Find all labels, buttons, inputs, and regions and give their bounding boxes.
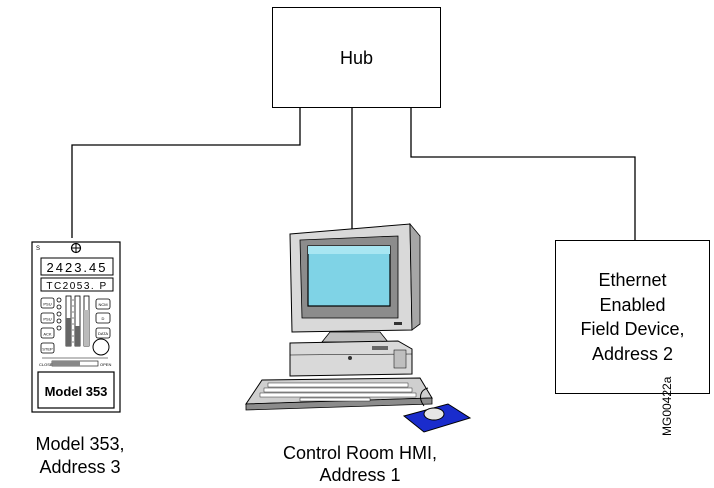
nav-button-3[interactable] [95, 327, 111, 339]
workstation-icon [245, 222, 472, 433]
field-device-label: Ethernet Enabled Field Device, Address 2 [580, 270, 685, 364]
hub-label: Hub [339, 48, 374, 68]
model-nameplate-text: Model 353 [45, 384, 108, 399]
model353-device: S 2423.45 TC2053. P PSU PSU ACK STEP NCM… [31, 241, 121, 413]
svg-text:STEP: STEP [42, 347, 53, 352]
figure-id: MG00422a [660, 376, 674, 436]
model-nameplate [37, 371, 115, 409]
nav-button-1[interactable] [95, 298, 111, 310]
selector-knob[interactable] [92, 338, 110, 356]
svg-text:ACK: ACK [43, 332, 52, 337]
svg-text:CLOSE: CLOSE [39, 362, 53, 367]
tag-display [40, 277, 114, 292]
bargraph [65, 295, 90, 347]
function-button-2[interactable] [40, 312, 55, 324]
svg-text:D: D [102, 316, 105, 321]
model353-caption: Model 353, Address 3 [35, 434, 125, 477]
nav-button-2[interactable] [95, 312, 111, 324]
tag-display-text: TC2053. P [46, 281, 107, 292]
value-display [40, 257, 114, 276]
svg-text:PSU: PSU [43, 317, 51, 322]
value-display-text: 2423.45 [47, 260, 108, 275]
function-button-3[interactable] [40, 327, 55, 339]
field-device-box: Ethernet Enabled Field Device, Address 2 [555, 240, 710, 394]
hub-box: Hub [272, 7, 441, 108]
step-button[interactable] [40, 342, 55, 354]
hmi-caption: Control Room HMI, Address 1 [282, 443, 438, 485]
function-button-1[interactable] [40, 297, 55, 309]
link-hub-field-device [410, 108, 636, 240]
svg-text:NCM: NCM [98, 302, 107, 307]
svg-text:S: S [36, 246, 40, 252]
link-hub-model353 [71, 108, 301, 238]
svg-text:DATA: DATA [98, 331, 108, 336]
monitor-screen [307, 245, 391, 307]
mouse[interactable] [423, 407, 445, 421]
svg-text:OPEN: OPEN [100, 362, 111, 367]
svg-text:PSU: PSU [43, 302, 51, 307]
